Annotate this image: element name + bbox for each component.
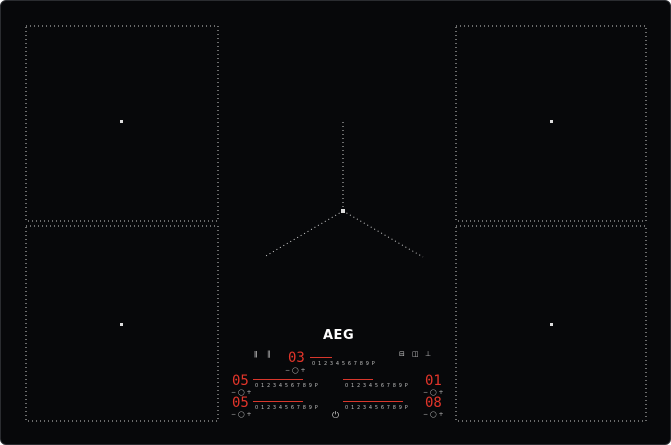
zone-marker bbox=[120, 120, 123, 123]
zone-left-bottom bbox=[25, 225, 219, 422]
zone-adjust[interactable]: − ◯ + bbox=[231, 389, 252, 396]
top-zone-level-bar bbox=[310, 357, 332, 358]
zone-display: 05 bbox=[232, 395, 249, 411]
vent-center bbox=[341, 209, 345, 213]
top-zone-display: 03 bbox=[288, 350, 305, 366]
vent-line-right bbox=[342, 210, 424, 258]
zone-display: 01 bbox=[425, 373, 442, 389]
zone-marker bbox=[120, 323, 123, 326]
zone-slider[interactable]: 0 1 2 3 4 5 6 7 8 9 P bbox=[255, 405, 319, 411]
power-icon[interactable]: ⏻ bbox=[332, 411, 340, 421]
vent-line-left bbox=[263, 210, 344, 258]
zone-adjust[interactable]: − ◯ + bbox=[423, 389, 444, 396]
zone-display: 08 bbox=[425, 395, 442, 411]
pause-icon[interactable]: ‖ bbox=[267, 350, 271, 358]
zone-slider[interactable]: 0 1 2 3 4 5 6 7 8 9 P bbox=[345, 383, 409, 389]
zone-right-bottom bbox=[455, 225, 647, 422]
zone-left-top bbox=[25, 25, 219, 222]
zone-level-bar bbox=[253, 401, 303, 402]
zone-display: 05 bbox=[232, 373, 249, 389]
zone-level-bar bbox=[253, 379, 303, 380]
lock-icon[interactable]: ⊟ bbox=[399, 350, 405, 358]
zone-slider[interactable]: 0 1 2 3 4 5 6 7 8 9 P bbox=[255, 383, 319, 389]
hood-fan-icon[interactable]: ⊥ bbox=[425, 350, 432, 358]
zone-level-bar bbox=[343, 401, 403, 402]
top-zone-adjust[interactable]: − ◯ + bbox=[285, 367, 306, 374]
zone-adjust[interactable]: − ◯ + bbox=[423, 411, 444, 418]
zone-level-bar bbox=[343, 379, 373, 380]
hob2hood-icon[interactable]: ǁ bbox=[254, 350, 258, 358]
zone-marker bbox=[550, 120, 553, 123]
brand-logo: AEG bbox=[323, 328, 355, 343]
zone-adjust[interactable]: − ◯ + bbox=[231, 411, 252, 418]
timer-icon[interactable]: ◫ bbox=[412, 350, 419, 358]
zone-right-top bbox=[455, 25, 647, 222]
top-zone-slider[interactable]: 0 1 2 3 4 5 6 7 8 9 P bbox=[312, 361, 376, 367]
zone-slider[interactable]: 0 1 2 3 4 5 6 7 8 9 P bbox=[345, 405, 409, 411]
zone-marker bbox=[550, 323, 553, 326]
